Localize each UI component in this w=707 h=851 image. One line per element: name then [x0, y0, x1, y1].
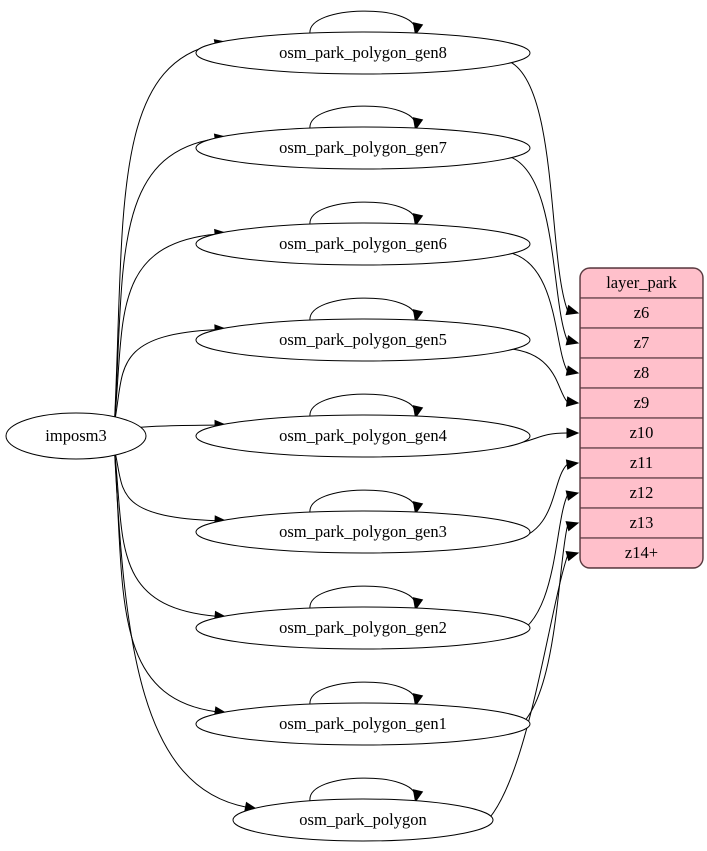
table-row-z13[interactable]: [580, 507, 703, 539]
ellipse-nodes: imposm3 osm_park_polygon_gen8 osm_park_pol…: [5, 31, 531, 842]
arrowhead-self-loop-osm_park_polygon_gen2: [412, 597, 424, 611]
table-row-label-z7: z7: [634, 333, 650, 352]
edge-imposm3-to-osm_park_polygon_gen7: [114, 138, 217, 423]
edge-imposm3-to-osm_park_polygon: [114, 449, 247, 808]
table-row-label-z13: z13: [630, 513, 654, 532]
node-osm_park_polygon_gen4-label: osm_park_polygon_gen4: [279, 426, 447, 445]
node-osm_park_polygon_gen1-shape: [195, 702, 531, 746]
self-loop-osm_park_polygon_gen8: [309, 10, 416, 35]
table-title-label: layer_park: [606, 273, 677, 292]
node-osm_park_polygon_gen2[interactable]: osm_park_polygon_gen2: [195, 606, 531, 650]
arrowhead-self-loop-osm_park_polygon_gen4: [412, 405, 424, 419]
node-osm_park_polygon_gen7-label: osm_park_polygon_gen7: [279, 138, 447, 157]
arrowhead-osm_park_polygon_gen2-to-z12: [565, 490, 580, 501]
node-osm_park_polygon_gen5-label: osm_park_polygon_gen5: [279, 330, 447, 349]
table-row-z9[interactable]: [580, 387, 703, 419]
node-imposm3-shape: [5, 412, 147, 460]
edge-osm_park_polygon_gen7-to-z7: [509, 156, 568, 341]
node-osm_park_polygon_gen4[interactable]: osm_park_polygon_gen4: [195, 414, 531, 458]
self-loop-osm_park_polygon_gen5: [309, 297, 416, 322]
self-loop-edges: [309, 10, 424, 803]
self-loop-osm_park_polygon: [309, 777, 416, 802]
node-osm_park_polygon-label: osm_park_polygon: [299, 810, 426, 829]
table-title-cell: [580, 268, 703, 299]
table-row-label-z10: z10: [630, 423, 654, 442]
edge-imposm3-to-osm_park_polygon_gen1: [114, 449, 217, 713]
node-osm_park_polygon_gen3-label: osm_park_polygon_gen3: [279, 522, 447, 541]
node-osm_park_polygon[interactable]: osm_park_polygon: [232, 798, 494, 842]
table-row-label-z9: z9: [634, 393, 650, 412]
node-osm_park_polygon_gen5[interactable]: osm_park_polygon_gen5: [195, 318, 531, 362]
node-osm_park_polygon_gen6-shape: [195, 222, 531, 266]
node-osm_park_polygon_gen8[interactable]: osm_park_polygon_gen8: [195, 31, 531, 75]
arrowhead-osm_park_polygon_gen8-to-z6: [565, 304, 580, 316]
table-row-z10[interactable]: [580, 417, 703, 449]
arrowhead-self-loop-osm_park_polygon_gen6: [412, 213, 424, 227]
arrowhead-self-loop-osm_park_polygon_gen8: [412, 22, 424, 36]
table-row-label-z8: z8: [634, 363, 650, 382]
self-loop-osm_park_polygon_gen2: [309, 585, 416, 610]
edge-osm_park_polygon_gen6-to-z8: [509, 252, 568, 371]
arrowhead-self-loop-osm_park_polygon_gen3: [412, 501, 424, 515]
self-loop-osm_park_polygon_gen6: [309, 201, 416, 226]
self-loop-osm_park_polygon_gen7: [309, 105, 416, 130]
edge-imposm3-to-osm_park_polygon_gen3: [114, 449, 217, 522]
arrowhead-osm_park_polygon_gen6-to-z8: [565, 365, 580, 376]
edge-osm_park_polygon-to-z14+: [477, 555, 568, 830]
arrowhead-self-loop-osm_park_polygon_gen5: [412, 309, 424, 323]
table-row-label-z6: z6: [634, 303, 650, 322]
node-osm_park_polygon_gen5-shape: [195, 318, 531, 362]
self-loop-osm_park_polygon_gen1: [309, 681, 416, 706]
arrowhead-self-loop-osm_park_polygon_gen1: [412, 693, 424, 707]
table-row-z6[interactable]: [580, 297, 703, 329]
arrowhead-osm_park_polygon-to-z14+: [565, 551, 580, 562]
arrowhead-self-loop-osm_park_polygon_gen7: [412, 117, 424, 131]
arrowhead-self-loop-osm_park_polygon: [412, 789, 424, 803]
node-osm_park_polygon_gen1[interactable]: osm_park_polygon_gen1: [195, 702, 531, 746]
layer-park-table: layer_park z6 z7 z8 z9 z10 z11 z12 z13 z14+: [579, 267, 704, 569]
node-osm_park_polygon_gen7-shape: [195, 126, 531, 170]
edge-osm_park_polygon_gen8-to-z6: [509, 61, 568, 311]
table-row-label-z12: z12: [630, 483, 654, 502]
table-row-label-z14+: z14+: [625, 543, 658, 562]
self-loop-osm_park_polygon_gen3: [309, 489, 416, 514]
node-osm_park_polygon_gen6-label: osm_park_polygon_gen6: [279, 234, 447, 253]
node-osm_park_polygon_gen3[interactable]: osm_park_polygon_gen3: [195, 510, 531, 554]
table-cells: layer_park z6 z7 z8 z9 z10 z11 z12 z13 z14+: [580, 268, 703, 568]
arrowhead-osm_park_polygon_gen3-to-z11: [565, 459, 580, 470]
table-row-z7[interactable]: [580, 327, 703, 359]
node-osm_park_polygon-shape: [232, 798, 494, 842]
node-osm_park_polygon_gen7[interactable]: osm_park_polygon_gen7: [195, 126, 531, 170]
node-osm_park_polygon_gen8-label: osm_park_polygon_gen8: [279, 43, 447, 62]
self-loop-osm_park_polygon_gen4: [309, 393, 416, 418]
arrowhead-osm_park_polygon_gen7-to-z7: [565, 334, 580, 346]
table-row-label-z11: z11: [630, 453, 653, 472]
node-osm_park_polygon_gen3-shape: [195, 510, 531, 554]
table-row-z14+[interactable]: [580, 537, 703, 568]
node-osm_park_polygon_gen1-label: osm_park_polygon_gen1: [279, 714, 447, 733]
edge-imposm3-to-osm_park_polygon_gen2: [114, 449, 217, 617]
node-osm_park_polygon_gen4-shape: [195, 414, 531, 458]
edge-osm_park_polygon_gen5-to-z9: [509, 348, 568, 402]
node-imposm3-label: imposm3: [45, 426, 106, 445]
arrowhead-osm_park_polygon_gen1-to-z13: [565, 521, 580, 532]
edge-imposm3-to-osm_park_polygon_gen8: [114, 43, 217, 423]
node-osm_park_polygon_gen8-shape: [195, 31, 531, 75]
node-osm_park_polygon_gen2-shape: [195, 606, 531, 650]
node-imposm3[interactable]: imposm3: [5, 412, 147, 460]
node-osm_park_polygon_gen6[interactable]: osm_park_polygon_gen6: [195, 222, 531, 266]
table-outline: [579, 267, 704, 569]
arrowhead-osm_park_polygon_gen4-to-z10: [566, 427, 580, 439]
edge-osm_park_polygon_gen2-to-z12: [509, 495, 568, 638]
node-osm_park_polygon_gen2-label: osm_park_polygon_gen2: [279, 618, 447, 637]
edge-imposm3-to-osm_park_polygon_gen6: [114, 233, 217, 423]
arrowhead-osm_park_polygon_gen5-to-z9: [565, 396, 580, 407]
edge-imposm3-to-osm_park_polygon_gen5: [114, 329, 217, 423]
